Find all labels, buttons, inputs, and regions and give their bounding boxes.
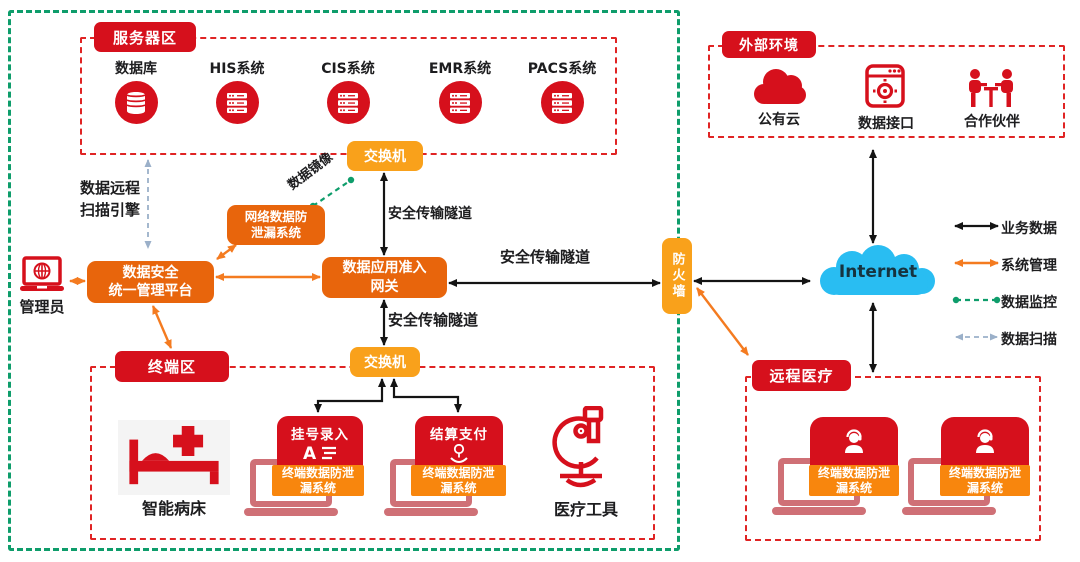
endpoint-dlp-line2: 漏系统 — [966, 480, 1003, 495]
legend-item-system-management: 系统管理 — [1001, 258, 1057, 274]
operator-person-icon — [810, 429, 898, 457]
smart-bed-icon — [118, 420, 230, 495]
switch-bottom-node: 交换机 — [350, 347, 420, 377]
platform-line2: 统一管理平台 — [108, 283, 193, 299]
public-cloud-label: 公有云 — [758, 112, 800, 128]
gateway-line1: 数据应用准入 — [342, 260, 427, 277]
platform-node: 数据安全 统一管理平台 — [87, 261, 214, 303]
endpoint-dlp-strip: 终端数据防泄 漏系统 — [940, 465, 1030, 496]
gateway-node: 数据应用准入 网关 — [322, 257, 447, 298]
internet-cloud-icon — [812, 245, 944, 305]
tunnel-label-bottom: 安全传输隧道 — [388, 311, 479, 329]
tunnel-label-top: 安全传输隧道 — [388, 206, 472, 222]
server-item-label: 数据库 — [115, 61, 157, 77]
partner-icon — [964, 68, 1018, 112]
public-cloud-icon — [750, 66, 808, 112]
server-icon — [540, 81, 584, 124]
scan-engine-line2: 扫描引擎 — [80, 201, 141, 219]
medical-tools-label: 医疗工具 — [553, 500, 618, 519]
external-zone-box — [708, 45, 1065, 138]
terminal-zone-title: 终端区 — [115, 351, 229, 382]
legend-item-data-scan: 数据扫描 — [1001, 332, 1057, 348]
server-item-emr: EMR系统 — [410, 58, 510, 124]
remote-zone-box — [745, 376, 1041, 541]
smart-bed-label: 智能病床 — [141, 499, 206, 518]
admin-laptop-icon — [18, 256, 66, 300]
server-item-database: 数据库 — [86, 58, 186, 124]
internet-label: Internet — [838, 262, 918, 282]
network-dlp-line2: 泄漏系统 — [250, 225, 301, 240]
payment-icon — [415, 443, 503, 468]
svg-text:A: A — [303, 444, 317, 462]
server-item-label: PACS系统 — [527, 61, 597, 77]
medical-tools-icon — [545, 405, 615, 498]
gateway-line2: 网关 — [370, 278, 399, 295]
data-interface-label: 数据接口 — [858, 116, 914, 132]
endpoint-dlp-line1: 终端数据防泄 — [281, 465, 354, 480]
switch-top-node: 交换机 — [347, 141, 423, 171]
endpoint-dlp-strip: 终端数据防泄 漏系统 — [411, 465, 506, 496]
endpoint-dlp-line2: 漏系统 — [440, 480, 477, 495]
scan-engine-line1: 数据远程 — [80, 179, 141, 197]
server-item-label: EMR系统 — [428, 61, 492, 77]
operator-person-icon — [941, 429, 1029, 457]
network-dlp-line1: 网络数据防 — [244, 208, 308, 224]
platform-line1: 数据安全 — [122, 264, 179, 281]
endpoint-dlp-strip: 终端数据防泄 漏系统 — [809, 465, 899, 496]
database-icon — [114, 81, 158, 124]
legend-item-business-data: 业务数据 — [1001, 221, 1057, 237]
payment-label: 结算支付 — [430, 427, 488, 443]
registration-label: 挂号录入 — [291, 427, 349, 443]
registration-input-icon: A — [277, 444, 363, 466]
external-zone-title: 外部环境 — [722, 31, 816, 58]
endpoint-dlp-line1: 终端数据防泄 — [817, 465, 890, 480]
scan-engine-label: 数据远程 扫描引擎 — [80, 177, 140, 221]
partner-label: 合作伙伴 — [964, 114, 1020, 130]
server-item-label: HIS系统 — [209, 61, 265, 77]
endpoint-dlp-line2: 漏系统 — [299, 480, 336, 495]
server-icon — [326, 81, 370, 124]
tunnel-label-right: 安全传输隧道 — [500, 248, 591, 266]
server-item-cis: CIS系统 — [298, 58, 398, 124]
remote-zone-title: 远程医疗 — [752, 360, 851, 391]
server-icon — [215, 81, 259, 124]
network-dlp-node: 网络数据防 泄漏系统 — [227, 205, 325, 245]
arrow-firewall-remote — [696, 287, 749, 356]
server-item-his: HIS系统 — [187, 58, 287, 124]
endpoint-dlp-line1: 终端数据防泄 — [948, 465, 1021, 480]
data-interface-icon — [865, 64, 905, 112]
server-icon — [438, 81, 482, 124]
endpoint-dlp-line2: 漏系统 — [835, 480, 872, 495]
firewall-node: 防火墙 — [662, 238, 692, 314]
server-zone-title: 服务器区 — [94, 22, 196, 52]
server-item-label: CIS系统 — [321, 61, 375, 77]
endpoint-dlp-strip: 终端数据防泄 漏系统 — [272, 465, 364, 496]
endpoint-dlp-line1: 终端数据防泄 — [422, 465, 495, 480]
admin-label: 管理员 — [19, 298, 65, 316]
server-item-pacs: PACS系统 — [512, 58, 612, 124]
legend-item-data-monitor: 数据监控 — [1001, 295, 1057, 311]
